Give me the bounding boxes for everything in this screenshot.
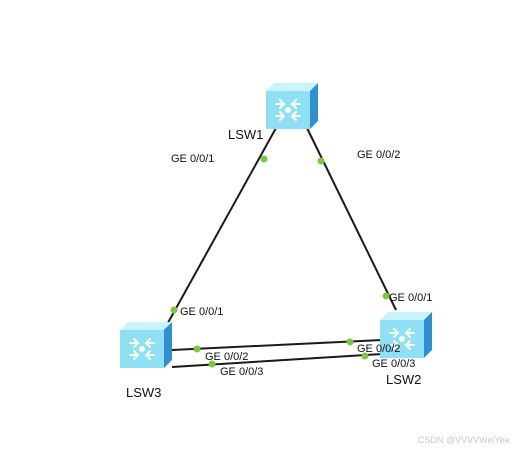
port-dot <box>382 292 390 300</box>
port-label-lsw1-ge001: GE 0/0/1 <box>171 153 214 165</box>
port-label-lsw2-ge001: GE 0/0/1 <box>389 292 432 304</box>
link-lsw1-lsw3 <box>163 127 277 331</box>
watermark: CSDN @VVVVWeiYee <box>418 435 510 445</box>
lsw1-label: LSW1 <box>228 127 263 142</box>
port-dot <box>346 338 354 346</box>
port-dot <box>317 157 325 165</box>
lsw3-label: LSW3 <box>126 385 161 400</box>
port-dot <box>193 345 201 353</box>
port-label-lsw3-ge003: GE 0/0/3 <box>220 366 263 378</box>
port-label-lsw3-ge002: GE 0/0/2 <box>205 351 248 363</box>
port-dot <box>170 306 178 314</box>
port-label-lsw1-ge002: GE 0/0/2 <box>357 149 400 161</box>
link-lsw3-lsw2-ge003 <box>171 353 383 368</box>
port-dot <box>260 155 268 163</box>
lsw2-label: LSW2 <box>386 372 421 387</box>
port-label-lsw3-ge001: GE 0/0/1 <box>180 306 223 318</box>
port-dot <box>361 352 369 360</box>
port-label-lsw2-ge002: GE 0/0/2 <box>357 343 400 355</box>
lsw1-switch-icon[interactable] <box>265 82 319 130</box>
lsw3-switch-icon[interactable] <box>119 321 173 369</box>
port-dot <box>208 360 216 368</box>
port-label-lsw2-ge003: GE 0/0/3 <box>372 358 415 370</box>
